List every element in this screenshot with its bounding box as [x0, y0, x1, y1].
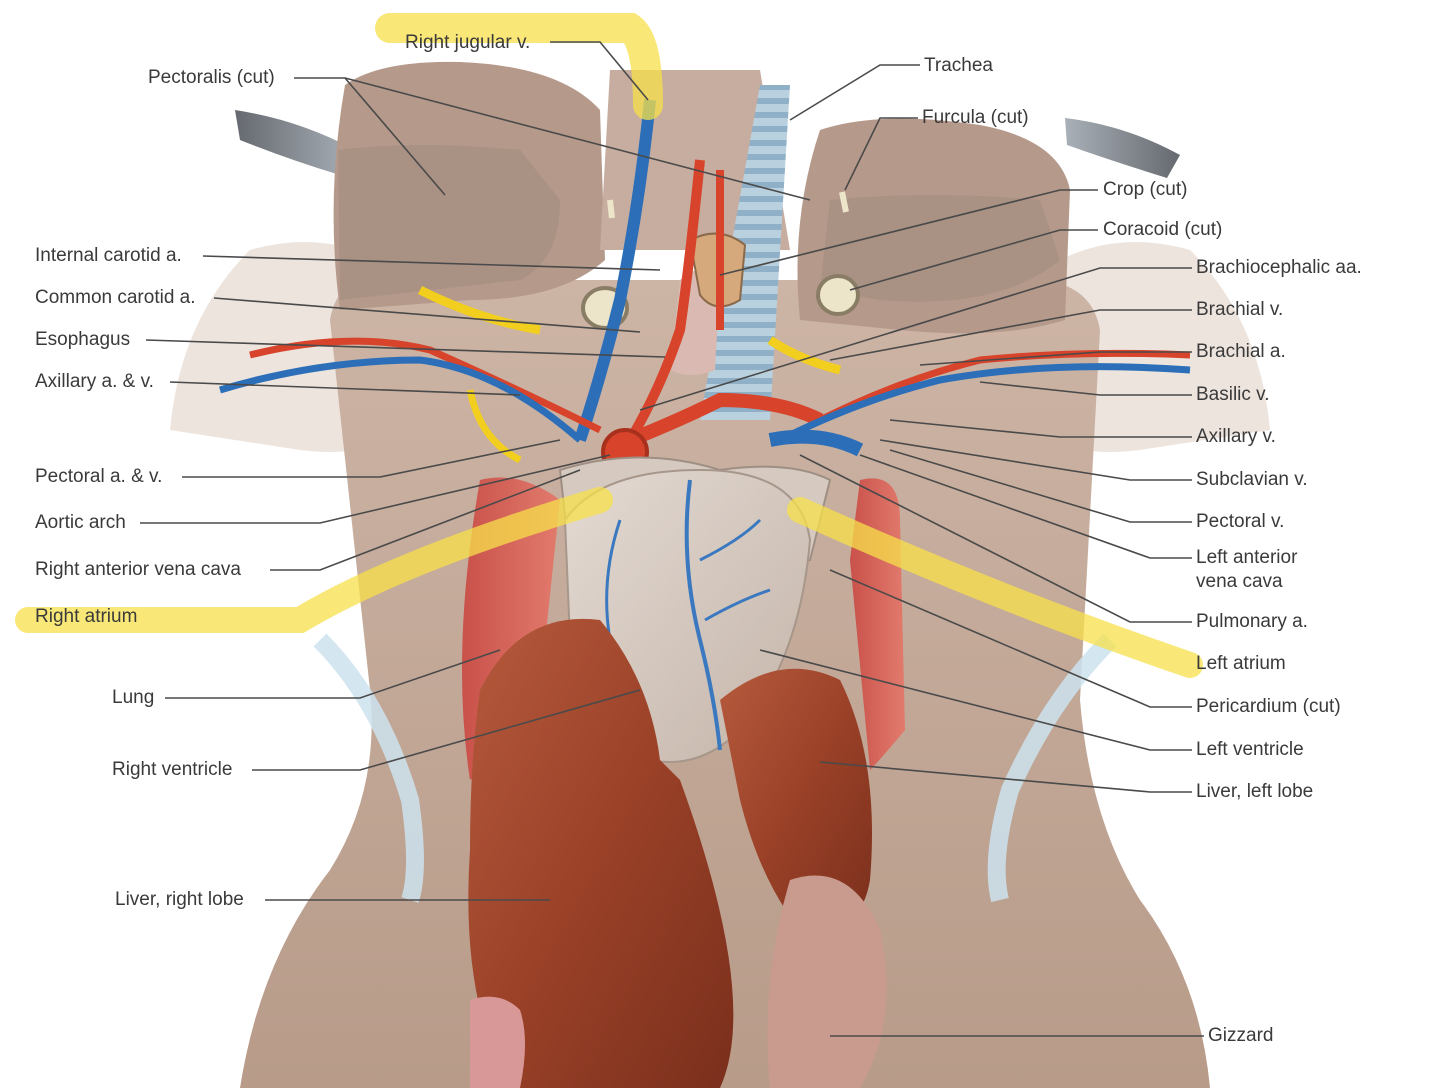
- leader-aortic-arch: [140, 454, 611, 524]
- coronary-vessel-branch-1: [699, 518, 762, 562]
- leader-lines: [140, 41, 1204, 1037]
- right-pectoralis-cut-face: [820, 195, 1060, 302]
- label-internal-carotid: Internal carotid a.: [35, 245, 182, 266]
- right-jugular-vein: [574, 99, 656, 442]
- leader-liver-left-lobe: [819, 761, 1192, 793]
- liver-right-lobe-shape: [468, 618, 734, 1088]
- leader-right-anterior-vena-cava: [270, 469, 581, 571]
- highlight-left-atrium: [787, 497, 1203, 678]
- right-furcula: [839, 191, 849, 213]
- label-basilic-v: Basilic v.: [1196, 384, 1270, 405]
- label-liver-left-lobe: Liver, left lobe: [1196, 781, 1314, 802]
- label-gizzard: Gizzard: [1208, 1025, 1274, 1046]
- label-left-anterior-vena-cava-line1: Left anterior: [1196, 547, 1298, 568]
- label-pulmonary-a: Pulmonary a.: [1196, 611, 1308, 632]
- leader-internal-carotid: [202, 255, 661, 271]
- left-connective-tissue: [313, 633, 424, 903]
- label-pericardium: Pericardium (cut): [1196, 696, 1341, 717]
- leader-trachea: [789, 64, 920, 121]
- left-anterior-vena-cava-shape: [768, 429, 864, 457]
- left-wing-shadow: [235, 110, 355, 175]
- label-trachea: Trachea: [924, 55, 993, 76]
- right-brachial-vein: [778, 363, 1191, 444]
- coronary-vessel-branch-3: [605, 519, 622, 641]
- leader-basilic-v: [979, 381, 1192, 396]
- label-pectoralis: Pectoralis (cut): [148, 67, 275, 88]
- label-esophagus: Esophagus: [35, 329, 131, 350]
- leader-pericardium: [829, 569, 1192, 708]
- label-right-atrium: Right atrium: [35, 606, 138, 627]
- label-aortic-arch: Aortic arch: [35, 512, 126, 533]
- intestine-shape: [470, 996, 525, 1088]
- leader-pectoral-av: [182, 439, 561, 478]
- leader-subclavian-v: [879, 439, 1192, 481]
- label-crop: Crop (cut): [1103, 179, 1188, 200]
- leader-brachiocephalic: [639, 267, 1192, 411]
- label-axillary-v: Axillary v.: [1196, 426, 1276, 447]
- label-right-ventricle: Right ventricle: [112, 759, 233, 780]
- left-nerve-lower: [466, 389, 522, 464]
- leader-left-ventricle: [759, 649, 1192, 751]
- leader-furcula: [844, 117, 918, 191]
- gizzard-shape: [767, 875, 887, 1088]
- label-lung: Lung: [112, 687, 155, 708]
- leader-right-jugular: [550, 41, 649, 101]
- left-furcula: [607, 199, 615, 219]
- leader-brachial-v: [829, 309, 1192, 361]
- label-right-anterior-vena-cava: Right anterior vena cava: [35, 559, 241, 580]
- leader-left-anterior-vena-cava: [859, 454, 1192, 559]
- leader-esophagus: [145, 339, 666, 358]
- label-coracoid: Coracoid (cut): [1103, 219, 1223, 240]
- label-liver-right-lobe: Liver, right lobe: [115, 889, 244, 910]
- label-axillary-av: Axillary a. & v.: [35, 371, 154, 392]
- label-brachial-a: Brachial a.: [1196, 341, 1286, 362]
- label-furcula: Furcula (cut): [922, 107, 1029, 128]
- coronary-vessel-branch-2: [704, 588, 771, 622]
- leader-axillary-av: [169, 381, 521, 396]
- right-connective-tissue: [987, 633, 1117, 903]
- leader-pectoral-v: [889, 449, 1192, 523]
- label-left-atrium: Left atrium: [1196, 653, 1286, 674]
- left-axillary-vein: [218, 356, 583, 443]
- right-nerve: [767, 336, 842, 375]
- label-common-carotid: Common carotid a.: [35, 287, 196, 308]
- leader-axillary-v: [889, 419, 1192, 438]
- label-left-ventricle: Left ventricle: [1196, 739, 1304, 760]
- label-pectoral-av: Pectoral a. & v.: [35, 466, 163, 487]
- label-left-anterior-vena-cava-line2: vena cava: [1196, 571, 1283, 592]
- leader-coracoid: [849, 229, 1098, 291]
- leader-lung: [165, 649, 501, 699]
- highlight-right-jugular: [375, 13, 663, 120]
- right-carotid-artery: [625, 159, 705, 443]
- label-subclavian-v: Subclavian v.: [1196, 469, 1308, 490]
- label-brachiocephalic: Brachiocephalic aa.: [1196, 257, 1362, 278]
- left-nerve-upper: [417, 285, 541, 335]
- liver-left-lobe-shape: [720, 668, 872, 932]
- leader-crop: [719, 189, 1098, 276]
- right-coracoid: [816, 274, 860, 316]
- label-right-jugular: Right jugular v.: [405, 32, 531, 53]
- leader-common-carotid: [213, 297, 641, 333]
- right-wing-shadow: [1065, 118, 1180, 178]
- highlight-right-atrium: [15, 487, 613, 633]
- coronary-vessel-main: [684, 479, 722, 751]
- brachiocephalic-arteries: [627, 392, 824, 447]
- label-pectoral-v: Pectoral v.: [1196, 511, 1285, 532]
- leader-pulmonary-a: [799, 454, 1192, 623]
- leader-pectoralis-2: [344, 77, 811, 201]
- label-brachial-v: Brachial v.: [1196, 299, 1284, 320]
- leader-right-ventricle: [252, 689, 641, 771]
- leader-brachial-a: [919, 351, 1192, 366]
